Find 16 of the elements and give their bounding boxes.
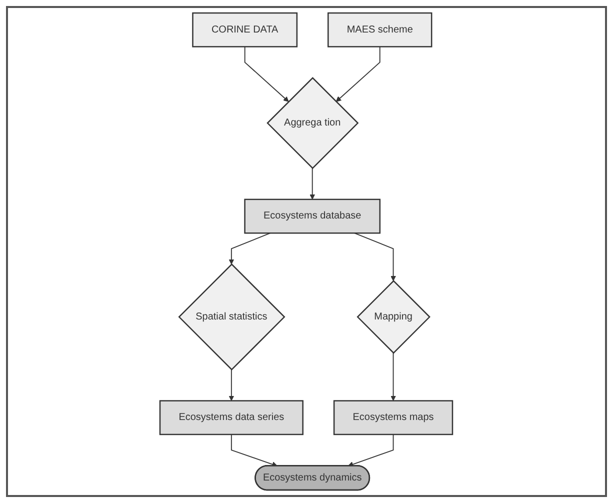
arrow [228, 369, 234, 402]
arrow [390, 352, 396, 402]
node-diamond: Spatial statistics [178, 263, 286, 370]
arrow [310, 168, 316, 200]
node-diamond: Aggrega tion [266, 77, 359, 170]
node-box: MAES scheme [328, 12, 432, 48]
node-box: CORINE DATA [192, 12, 298, 48]
arrow [231, 434, 278, 467]
arrow [354, 232, 396, 282]
node-diamond: Mapping [356, 280, 431, 354]
node-box: Ecosystems data series [160, 400, 304, 436]
node-box: Ecosystems maps [334, 400, 454, 436]
arrow [348, 434, 394, 467]
arrow [244, 46, 290, 102]
arrow [336, 46, 381, 102]
node-box: Ecosystems database [244, 198, 381, 234]
